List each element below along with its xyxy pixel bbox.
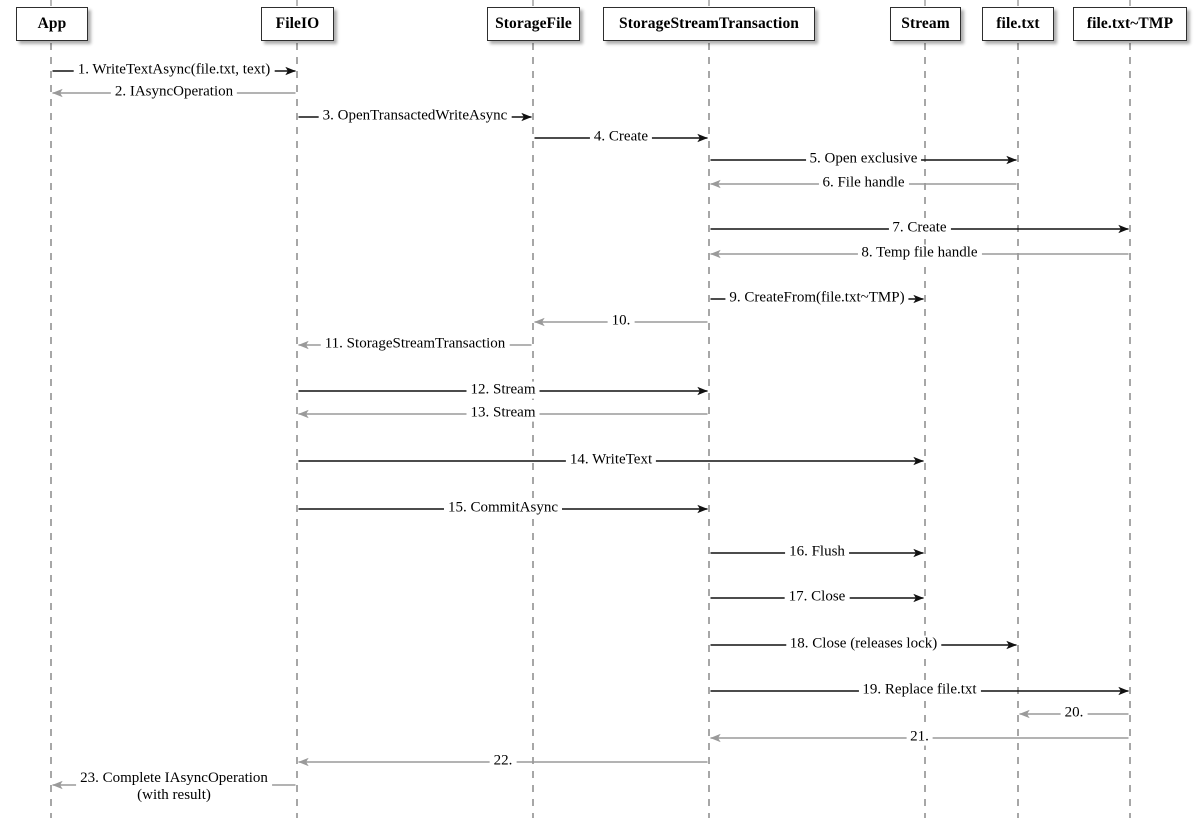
participant-box-ftmp[interactable]: file.txt~TMP bbox=[1073, 7, 1187, 41]
message-label-21: 21. bbox=[906, 728, 933, 746]
message-label-line: 23. Complete IAsyncOperation bbox=[80, 770, 268, 787]
message-label-12: 12. Stream bbox=[466, 381, 540, 399]
message-label-4: 4. Create bbox=[589, 128, 653, 146]
participant-label: FileIO bbox=[275, 15, 320, 32]
participant-label: StorageStreamTransaction bbox=[618, 15, 800, 32]
message-label-9: 9. CreateFrom(file.txt~TMP) bbox=[725, 289, 909, 307]
message-label-20: 20. bbox=[1060, 704, 1088, 722]
message-label-18: 18. Close (releases lock) bbox=[785, 635, 942, 653]
participant-label: Stream bbox=[901, 15, 950, 32]
message-label-11: 11. StorageStreamTransaction bbox=[320, 335, 510, 353]
participant-label: App bbox=[37, 15, 67, 32]
message-label-15: 15. CommitAsync bbox=[443, 499, 563, 517]
participant-box-ftxt[interactable]: file.txt bbox=[982, 7, 1054, 41]
message-label-10: 10. bbox=[607, 312, 635, 330]
participant-box-sfile[interactable]: StorageFile bbox=[487, 7, 580, 41]
message-label-23: 23. Complete IAsyncOperation(with result… bbox=[76, 770, 272, 804]
participant-box-sst[interactable]: StorageStreamTransaction bbox=[603, 7, 815, 41]
message-label-13: 13. Stream bbox=[466, 404, 540, 422]
message-label-19: 19. Replace file.txt bbox=[858, 681, 981, 699]
participant-box-app[interactable]: App bbox=[16, 7, 88, 41]
message-label-3: 3. OpenTransactedWriteAsync bbox=[318, 107, 512, 125]
message-label-17: 17. Close bbox=[784, 588, 850, 606]
message-label-2: 2. IAsyncOperation bbox=[110, 83, 238, 101]
message-label-5: 5. Open exclusive bbox=[805, 150, 922, 168]
message-label-8: 8. Temp file handle bbox=[857, 244, 982, 262]
message-label-1: 1. WriteTextAsync(file.txt, text) bbox=[73, 61, 275, 79]
message-label-7: 7. Create bbox=[888, 219, 951, 237]
message-label-14: 14. WriteText bbox=[565, 451, 657, 469]
message-label-6: 6. File handle bbox=[818, 174, 909, 192]
lifelines-group bbox=[50, 0, 1131, 818]
message-label-16: 16. Flush bbox=[785, 543, 849, 561]
participant-label: file.txt~TMP bbox=[1086, 15, 1174, 32]
participant-box-fileio[interactable]: FileIO bbox=[261, 7, 334, 41]
message-label-line: (with result) bbox=[137, 787, 211, 803]
messages-group bbox=[52, 66, 1129, 790]
participant-label: file.txt bbox=[996, 15, 1040, 32]
participant-label: StorageFile bbox=[495, 15, 572, 32]
message-label-22: 22. bbox=[489, 752, 517, 770]
participant-box-stream[interactable]: Stream bbox=[890, 7, 961, 41]
